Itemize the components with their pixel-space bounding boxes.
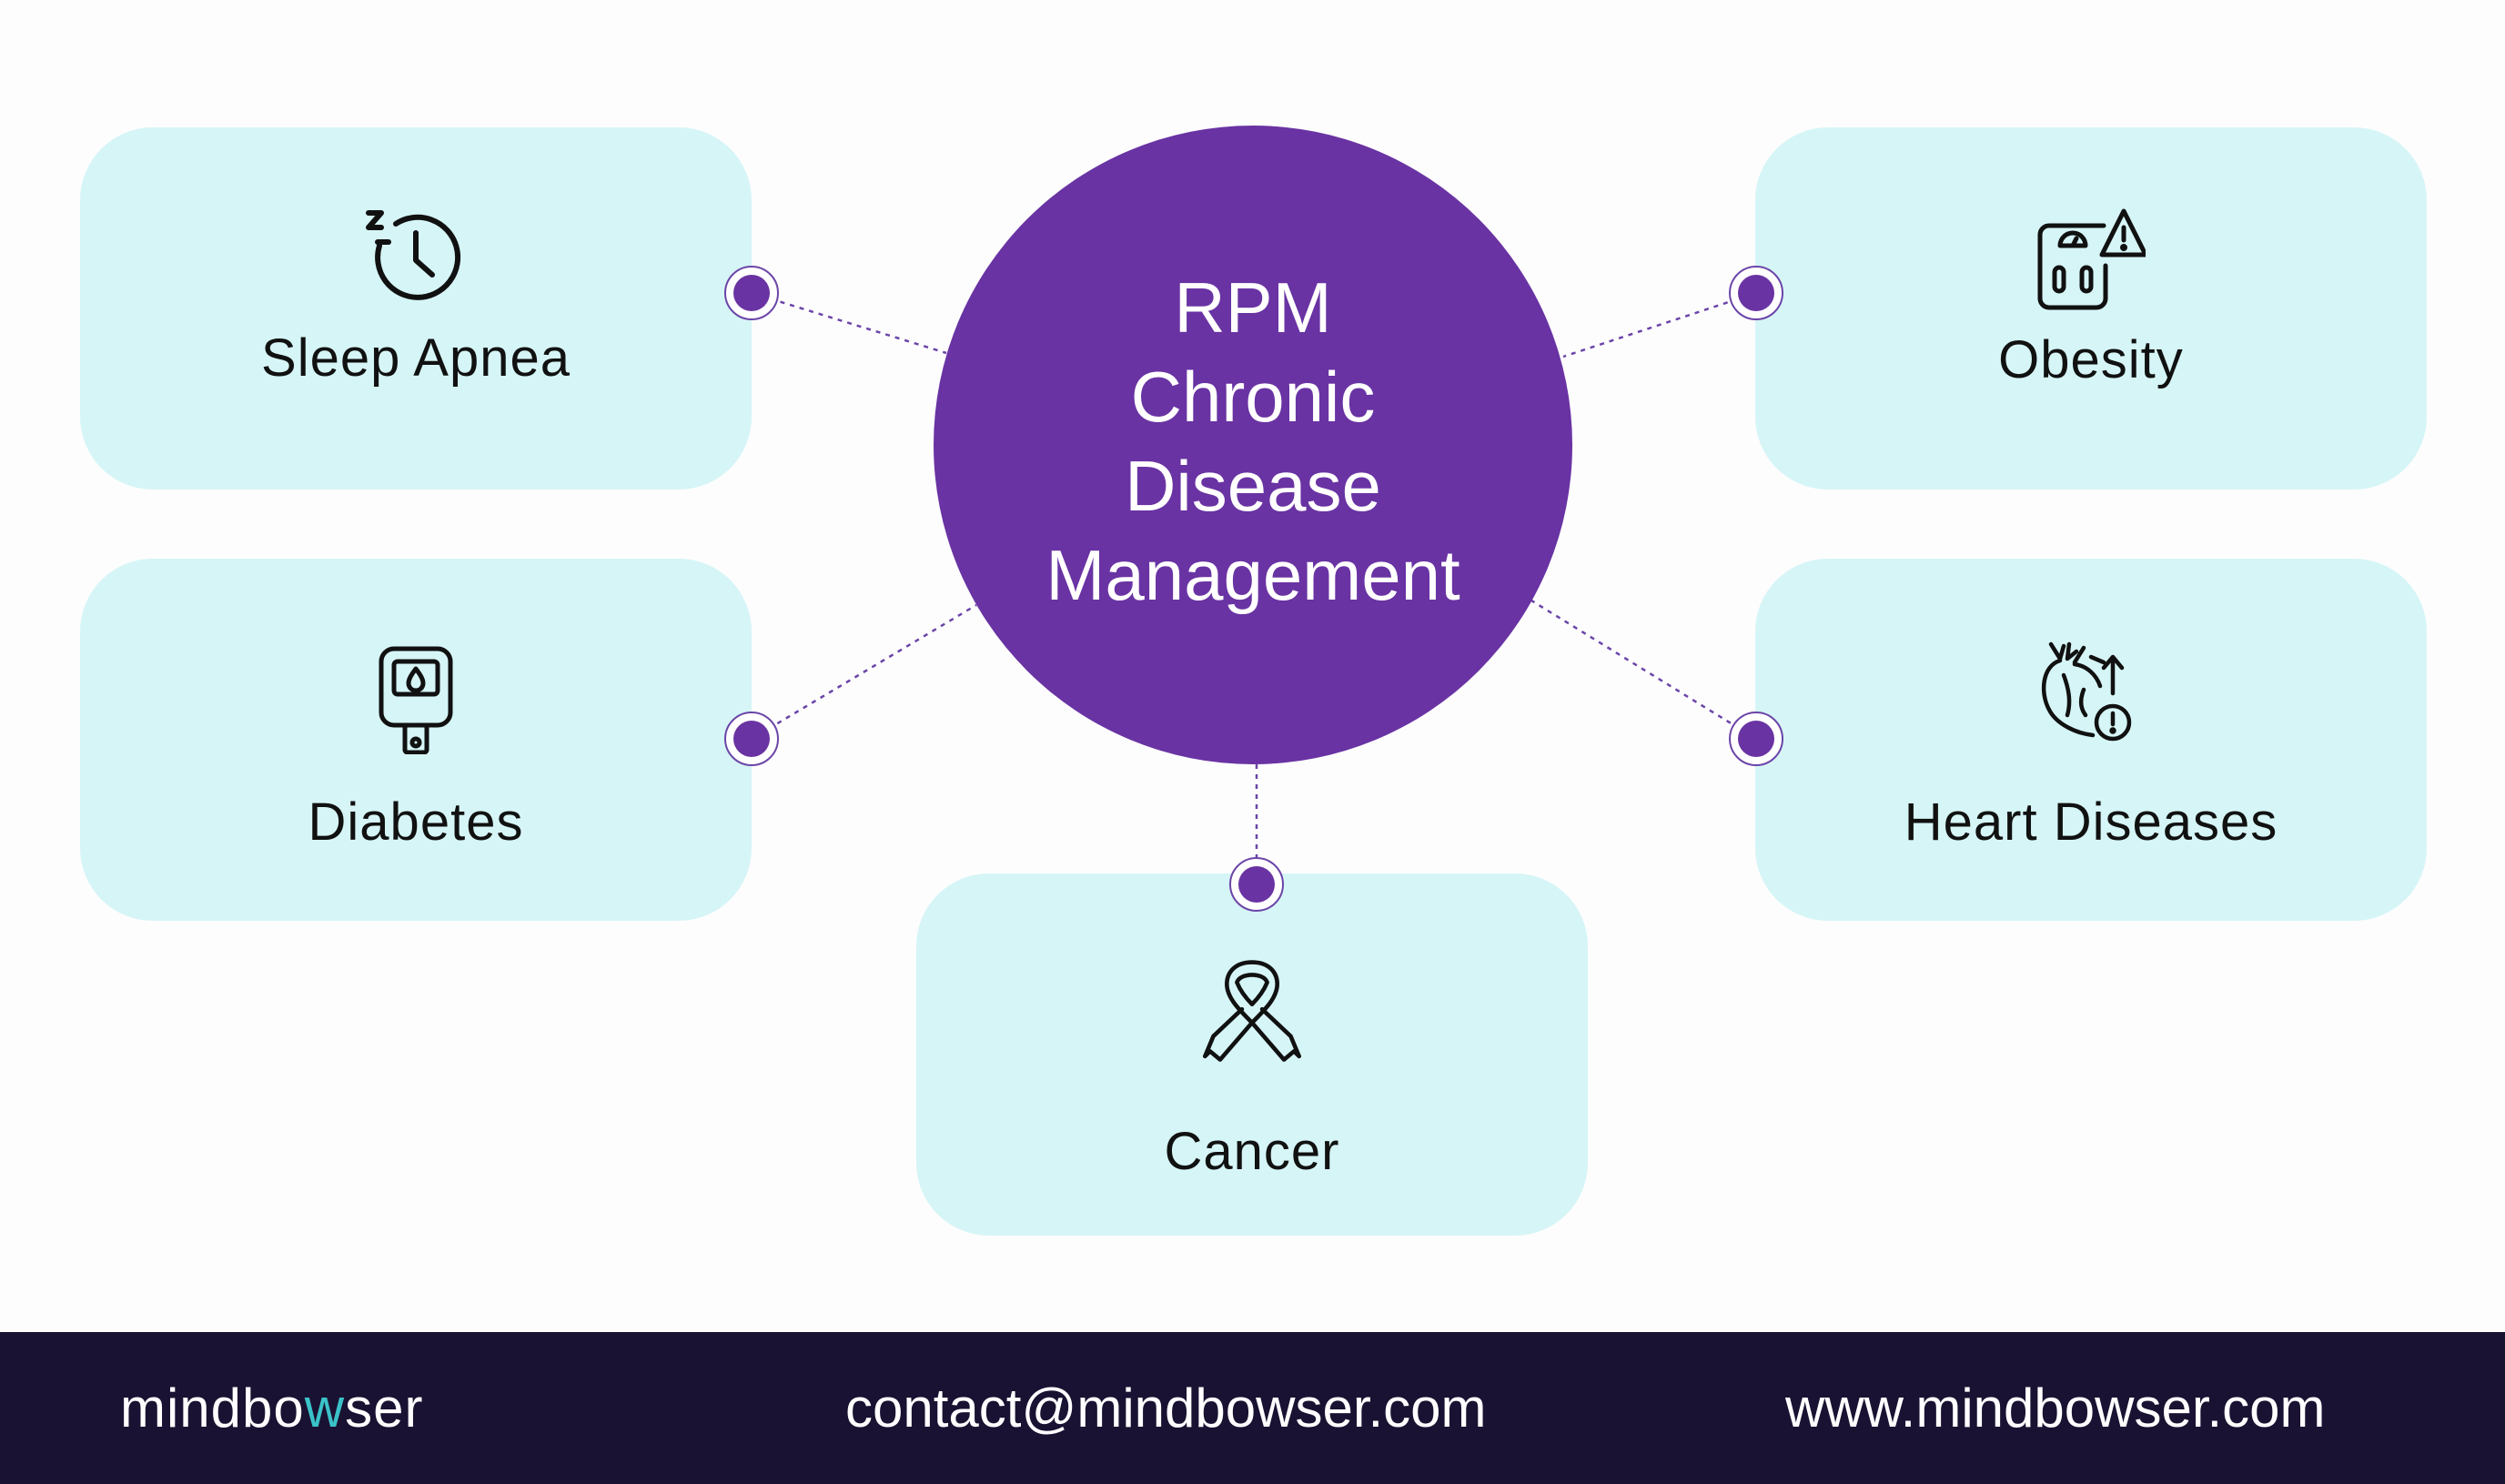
card-diabetes: Diabetes [80, 559, 752, 921]
connector-heart-diseases [1530, 599, 1757, 741]
contact-email-link[interactable]: contact@mindbowser.com [845, 1378, 1487, 1439]
central-hub: RPM Chronic Disease Management [934, 126, 1572, 764]
hub-title-line-2: Chronic [1130, 357, 1376, 437]
website-link[interactable]: www.mindbowser.com [1785, 1378, 2326, 1439]
connector-lines [751, 291, 1757, 884]
card-label-diabetes: Diabetes [308, 792, 524, 852]
card-label-sleep-apnea: Sleep Apnea [261, 328, 571, 388]
card-label-obesity: Obesity [1998, 330, 2184, 389]
card-sleep-apnea: Sleep Apnea [80, 127, 752, 490]
weight-scale-warning-icon [2037, 208, 2146, 310]
brand-prefix: mindbo [120, 1378, 305, 1439]
card-label-cancer: Cancer [1164, 1122, 1340, 1181]
awareness-ribbon-icon [1202, 960, 1301, 1062]
hub-title-line-3: Disease [1125, 446, 1381, 526]
card-obesity: Obesity [1755, 127, 2427, 490]
glucometer-icon [379, 646, 453, 754]
connector-sleep-apnea [751, 291, 947, 355]
hub-title: RPM Chronic Disease Management [971, 263, 1535, 620]
connector-diabetes [751, 603, 977, 741]
card-heart-diseases: Heart Diseases [1755, 559, 2427, 921]
brand-suffix: ser [345, 1378, 424, 1439]
connector-dot-cancer [1229, 857, 1284, 912]
brand-accent: w [304, 1378, 346, 1439]
card-label-heart-diseases: Heart Diseases [1904, 792, 2278, 852]
sleep-timer-icon [366, 210, 461, 300]
heart-warning-icon [2041, 641, 2132, 742]
connector-dot-sleep-apnea [724, 266, 779, 320]
connector-dot-diabetes [724, 712, 779, 766]
hub-title-line-4: Management [1045, 535, 1460, 615]
connector-obesity [1562, 291, 1757, 358]
connector-dot-obesity [1729, 266, 1783, 320]
diagram-canvas: Sleep Apnea Diabetes [80, 126, 2427, 1236]
card-cancer: Cancer [916, 873, 1588, 1236]
connector-dot-heart-diseases [1729, 712, 1783, 766]
hub-title-line-1: RPM [1174, 268, 1332, 348]
